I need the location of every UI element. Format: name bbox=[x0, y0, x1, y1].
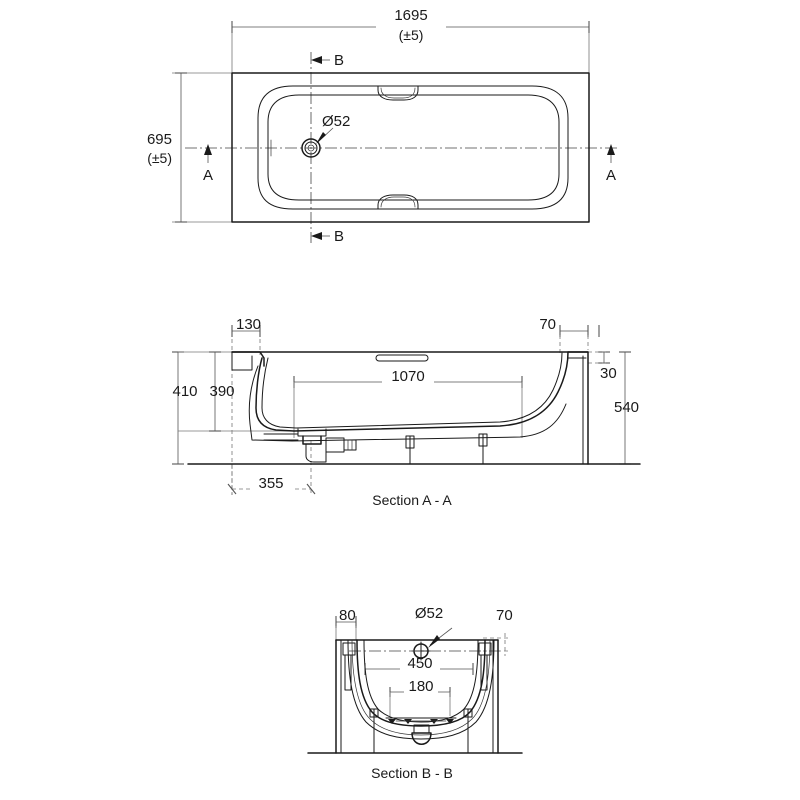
bb-outer-shell-profile bbox=[347, 639, 495, 740]
bb-bracket-mid-left bbox=[404, 719, 412, 724]
aa-dim-355-tick-right bbox=[306, 483, 316, 495]
plan-dim-width-value: 695 bbox=[147, 131, 172, 148]
aa-dim-355-text-bg bbox=[250, 481, 292, 497]
plan-bowl-rim-outer bbox=[257, 85, 569, 210]
aa-dim-390-value: 390 bbox=[209, 383, 234, 400]
aa-dim-130-value: 130 bbox=[236, 316, 261, 333]
bb-dim-180-text-bg bbox=[404, 684, 438, 700]
aa-trap-bend bbox=[305, 443, 327, 463]
bb-bracket-right bbox=[446, 719, 454, 724]
section-bb-group: 80 70 Ø52 450 180 bbox=[307, 605, 523, 781]
aa-dim-70-value: 70 bbox=[539, 316, 556, 333]
aa-dim-355-value: 355 bbox=[258, 475, 283, 492]
aa-waste-flange bbox=[297, 428, 327, 437]
plan-grip-bottom bbox=[377, 194, 419, 210]
aa-trap-outlet bbox=[343, 439, 357, 451]
plan-waste-outer-circle bbox=[301, 138, 321, 158]
aa-bowl-left-wall-inner bbox=[261, 357, 297, 429]
section-a-arrow-right bbox=[607, 144, 615, 155]
section-a-label-left: A bbox=[203, 167, 213, 184]
bb-waste-leader-arrow bbox=[428, 635, 440, 648]
plan-waste-diameter-label: Ø52 bbox=[322, 113, 350, 130]
bb-leg-right bbox=[463, 708, 473, 754]
plan-grip-bottom-inner bbox=[380, 196, 416, 208]
bb-bracket-left bbox=[388, 719, 396, 724]
aa-grip-slot bbox=[375, 354, 429, 362]
aa-waste-body bbox=[302, 435, 322, 445]
bb-bracket-mid-right bbox=[430, 719, 438, 724]
aa-dim-1070-value: 1070 bbox=[391, 368, 424, 385]
plan-dim-length-tolerance: (±5) bbox=[399, 27, 424, 43]
plan-bowl-inner bbox=[267, 94, 560, 201]
aa-left-overflow-box bbox=[231, 351, 253, 371]
bb-dim-450-text-bg bbox=[400, 661, 440, 677]
section-bb-title: Section B - B bbox=[371, 765, 453, 781]
plan-waste-inner-circle bbox=[307, 144, 315, 152]
bb-right-rim-bracket bbox=[480, 654, 488, 691]
aa-dim-410-value: 410 bbox=[172, 383, 197, 400]
bb-leg-left bbox=[369, 708, 379, 754]
section-aa-title: Section A - A bbox=[372, 492, 452, 508]
aa-right-rim-panel bbox=[567, 351, 589, 465]
section-b-arrow-top bbox=[311, 56, 322, 64]
plan-grip-top-inner bbox=[380, 87, 416, 99]
bb-outer-shell-profile-2 bbox=[351, 639, 491, 736]
aa-bowl-left-wall bbox=[255, 357, 295, 432]
aa-dim-540-value: 540 bbox=[614, 399, 639, 416]
plan-bath-outline bbox=[231, 72, 590, 223]
plan-dim-width-tolerance: (±5) bbox=[147, 150, 172, 166]
aa-leg-2 bbox=[478, 433, 488, 465]
section-aa-group: 130 70 410 390 30 540 bbox=[172, 316, 641, 508]
aa-left-rim-edge bbox=[231, 351, 265, 367]
aa-bowl-base-inner bbox=[295, 352, 563, 429]
plan-view-group: 1695 (±5) 695 (±5) B B A A bbox=[147, 7, 618, 245]
plan-waste-leader-arrow bbox=[316, 132, 326, 144]
plan-dim-length-value: 1695 bbox=[394, 7, 427, 24]
aa-leg-1 bbox=[405, 435, 415, 465]
bb-dim-70-value: 70 bbox=[496, 607, 513, 624]
section-b-arrow-bottom bbox=[311, 232, 322, 240]
aa-trap-body bbox=[325, 437, 345, 453]
bb-bowl-inner-profile-2 bbox=[363, 639, 479, 723]
aa-dim-355-tick-left bbox=[227, 483, 237, 495]
aa-dim-1070-text-bg bbox=[382, 374, 434, 390]
aa-dim-30-value: 30 bbox=[600, 365, 617, 382]
bb-waste-diameter-label: Ø52 bbox=[415, 605, 443, 622]
bb-dim-180-value: 180 bbox=[408, 678, 433, 695]
bb-left-rim-bracket bbox=[344, 654, 352, 691]
plan-waste-mid-circle bbox=[304, 141, 318, 155]
section-a-arrow-left bbox=[204, 144, 212, 155]
aa-bowl-base-and-right-wall bbox=[293, 351, 569, 432]
bb-trap-bowl bbox=[411, 732, 432, 745]
section-a-label-right: A bbox=[606, 167, 616, 184]
bb-left-rim-detail bbox=[342, 642, 356, 656]
bb-dim-450-value: 450 bbox=[407, 655, 432, 672]
section-b-label-top: B bbox=[334, 52, 344, 69]
bb-dim-80-value: 80 bbox=[339, 607, 356, 624]
bb-bowl-inner-profile bbox=[356, 639, 486, 727]
plan-grip-top bbox=[377, 85, 419, 101]
plan-dim-length-text-bg bbox=[376, 12, 446, 29]
section-b-label-bottom: B bbox=[334, 228, 344, 245]
